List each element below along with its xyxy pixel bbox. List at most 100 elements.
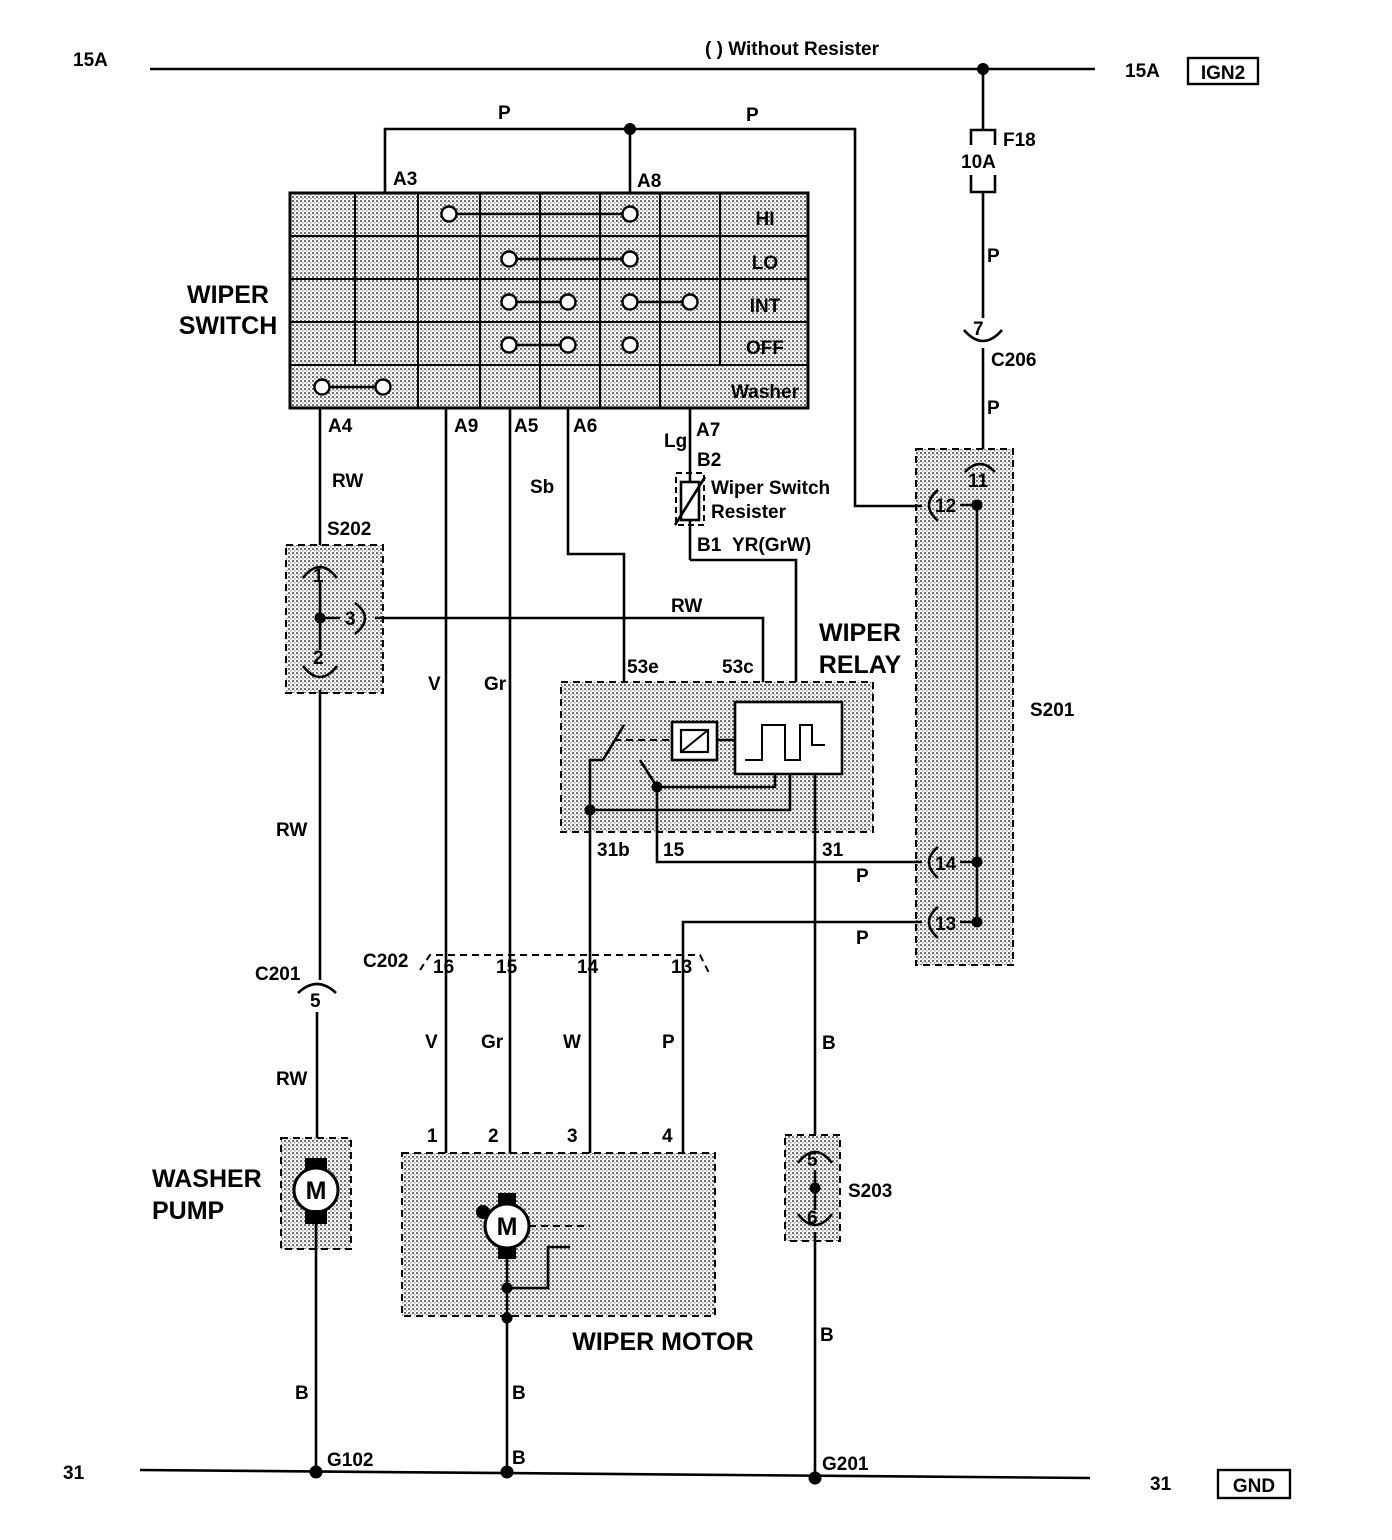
motor-pin-1: 1 [427, 1126, 438, 1147]
wire-color-label: P [987, 398, 1000, 419]
wire-color-label: P [856, 928, 869, 949]
ground-label-g102: G102 [327, 1450, 373, 1471]
splice-s203: B 5 6 S203 B [784, 1033, 892, 1478]
wire-color-label: B [820, 1325, 834, 1346]
gnd-label: GND [1233, 1476, 1275, 1497]
relay-terminal-53c: 53c [722, 657, 754, 678]
ign2-box [1186, 56, 1260, 86]
connector-label: C201 [255, 964, 301, 985]
wire-a5-gr: Gr Gr [481, 408, 512, 1193]
motor-pin-4: 4 [662, 1126, 673, 1147]
relay-terminal-15: 15 [663, 840, 685, 861]
wiper-relay: WIPER RELAY 53e 53c 31b 15 31 [560, 619, 922, 1156]
rail-label-31-right: 31 [1150, 1474, 1172, 1495]
relay-terminal-31: 31 [822, 840, 844, 861]
connector-c201: C201 5 RW [255, 964, 337, 1158]
switch-row-int: INT [750, 296, 781, 317]
pin-a3: A3 [393, 169, 417, 190]
ground-rail-bottom: 31 31 GND G102 G201 [63, 1450, 1292, 1500]
rail-label-31-left: 31 [63, 1463, 85, 1484]
wire-color-label: Gr [481, 1032, 504, 1053]
connector-pin: 15 [496, 957, 518, 978]
wire-color-label: V [425, 1032, 438, 1053]
switch-title-line1: WIPER [187, 281, 269, 309]
resistor-wire-color: YR(GrW) [732, 535, 811, 556]
motor-pin-2: 2 [488, 1126, 499, 1147]
wire-color-label: Gr [484, 674, 507, 695]
washer-pump: M WASHER PUMP B [152, 1137, 352, 1472]
wire-color-label: Sb [530, 477, 554, 498]
splice-label: S201 [1030, 700, 1075, 721]
connector-pin: 13 [671, 957, 692, 978]
washer-pump-title-line1: WASHER [152, 1165, 262, 1193]
pin-a4: A4 [328, 416, 353, 437]
without-resister-note: ( ) Without Resister [705, 39, 880, 60]
connector-pin: 7 [973, 319, 984, 340]
wire-color-label: P [662, 1032, 675, 1053]
splice-pin: 13 [935, 914, 956, 935]
p-bus-top: P P [383, 103, 922, 508]
wire-color-label: P [856, 866, 869, 887]
wiper-motor-title: WIPER MOTOR [572, 1328, 753, 1356]
connector-label: C206 [991, 350, 1036, 371]
pin-a5: A5 [514, 416, 539, 437]
splice-pin: 1 [313, 566, 324, 587]
splice-pin: 11 [968, 471, 989, 492]
relay-terminal-31b: 31b [597, 840, 630, 861]
wire-color-label: P [498, 103, 511, 124]
resistor-pin-b1: B1 [697, 535, 722, 556]
switch-title-line2: SWITCH [179, 312, 278, 340]
wire-color-label: B [295, 1383, 309, 1404]
wire-color-label: B [822, 1033, 836, 1054]
switch-row-hi: HI [756, 209, 775, 230]
relay-title-line2: RELAY [819, 651, 902, 679]
splice-pin: 5 [807, 1150, 818, 1171]
pin-a9: A9 [454, 416, 478, 437]
connector-c202: C202 16 15 14 13 [363, 951, 711, 978]
splice-pin: 12 [935, 496, 956, 517]
wire-color-label: RW [332, 471, 363, 492]
connector-label: C202 [363, 951, 408, 972]
wire-rw-down: RW [276, 690, 322, 980]
wire-color-label: V [428, 674, 441, 695]
motor-pin-3: 3 [567, 1126, 578, 1147]
switch-row-washer: Washer [731, 382, 800, 403]
wire-a6-sb: Sb [530, 408, 626, 725]
relay-title-line1: WIPER [819, 619, 901, 647]
wire-color-label: RW [276, 820, 307, 841]
ground-label-g201: G201 [822, 1454, 869, 1475]
switch-row-lo: LO [752, 253, 778, 274]
wire-color-label: RW [671, 596, 702, 617]
power-rail-top: 15A 15A IGN2 ( ) Without Resister [73, 39, 1260, 86]
splice-pin: 2 [313, 648, 324, 669]
fuse-rating: 10A [961, 152, 996, 173]
switch-grid [290, 193, 808, 408]
connector-pin: 16 [433, 957, 454, 978]
connector-pin: 5 [310, 991, 321, 1012]
wiper-motor: 1 2 3 4 M WIPER MOTOR B B [401, 1126, 754, 1470]
pin-a7: A7 [696, 420, 720, 441]
gnd-box [1216, 1468, 1292, 1500]
wiper-switch: WIPER SWITCH HI LO INT OFF Washer A3 A8 … [179, 169, 810, 441]
pin-a6: A6 [573, 416, 597, 437]
switch-contacts [313, 205, 699, 396]
motor-m-label: M [306, 1177, 327, 1205]
rail-label-15a-right: 15A [1125, 61, 1160, 82]
pin-a8: A8 [637, 171, 661, 192]
splice-label: S202 [327, 519, 371, 540]
connector-c206: 7 C206 P [963, 319, 1036, 456]
switch-row-off: OFF [746, 338, 784, 359]
wire-rw-relay: RW [375, 596, 765, 700]
splice-label: S203 [848, 1181, 892, 1202]
resistor-pin-b2: B2 [697, 450, 721, 471]
wire-a9-v: V V [425, 408, 491, 1213]
resistor-name-line2: Resister [711, 502, 787, 523]
motor-m-label: M [497, 1213, 518, 1241]
ign2-label: IGN2 [1201, 63, 1245, 84]
washer-pump-title-line2: PUMP [152, 1197, 224, 1225]
wire-color-label: B [512, 1383, 526, 1404]
wire-color-label: B [512, 1448, 526, 1469]
rail-label-15a-left: 15A [73, 50, 108, 71]
splice-pin: 6 [807, 1208, 818, 1229]
